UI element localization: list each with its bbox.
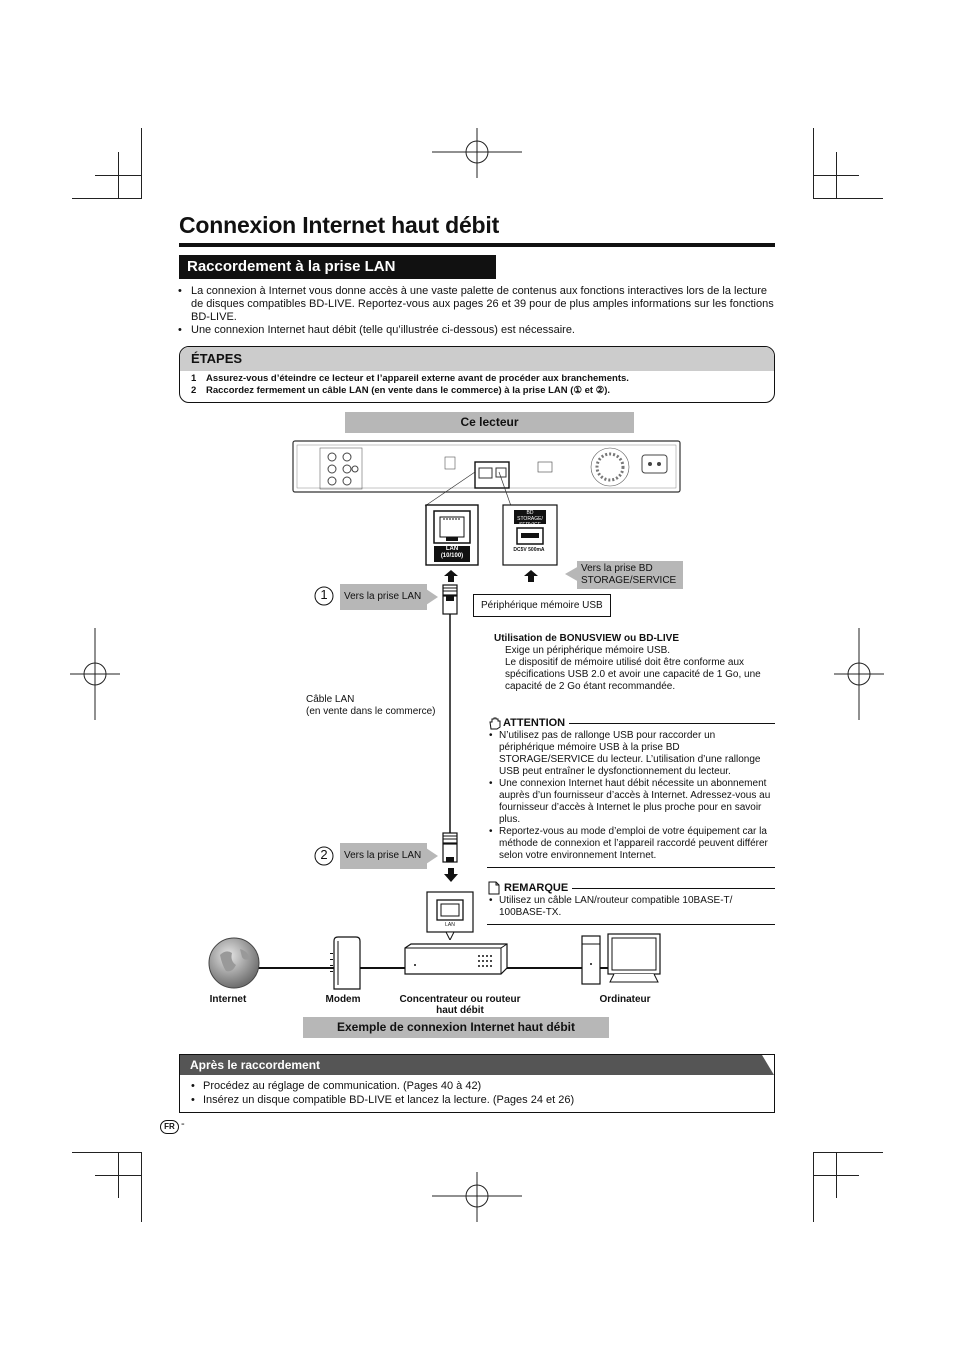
label-pointer	[426, 848, 438, 864]
intro-list: La connexion à Internet vous donne accès…	[178, 285, 774, 337]
lan-cable-label-2: (en vente dans le commerce)	[306, 706, 436, 717]
circle-number-1	[314, 586, 334, 606]
bd-storage-port-zoom	[502, 504, 558, 566]
after-item: Procédez au réglage de communication. (P…	[191, 1079, 774, 1093]
steps-box: ÉTAPES 1 Assurez-vous d’éteindre ce lecte…	[179, 346, 775, 403]
bd-storage-label-2: SERVICE	[519, 522, 541, 528]
label-pointer	[565, 566, 579, 582]
steps-list: 1 Assurez-vous d’éteindre ce lecteur et l…	[180, 371, 774, 397]
to-lan-label-2: Vers la prise LAN	[340, 843, 427, 869]
remarque-item: Utilisez un câble LAN/routeur compatible…	[487, 895, 757, 919]
arrow-up-icon	[444, 570, 458, 582]
lan-cable	[442, 584, 458, 863]
example-label: Exemple de connexion Internet haut débit	[303, 1017, 609, 1038]
globe-icon	[208, 937, 260, 989]
heading-rule	[569, 722, 775, 724]
step-text: Assurez-vous d’éteindre ce lecteur et l’…	[206, 373, 629, 384]
language-badge: FR	[160, 1120, 179, 1134]
remarque-title: REMARQUE	[504, 882, 569, 894]
steps-heading: ÉTAPES	[180, 347, 774, 371]
lan-cable-label-1: Câble LAN	[306, 694, 355, 705]
zoom-lines	[424, 471, 512, 507]
step-item: 1 Assurez-vous d’éteindre ce lecteur et l…	[191, 373, 774, 385]
attention-list: N’utilisez pas de rallonge USB pour racc…	[487, 730, 773, 862]
remarque-section: REMARQUE Utilisez un câble LAN/routeur c…	[487, 881, 775, 925]
page-number-suffix: -	[181, 1118, 185, 1130]
registration-target-left	[70, 628, 120, 720]
step-number: 2	[191, 385, 197, 396]
usage-title: Utilisation de BONUSVIEW ou BD-LIVE	[494, 633, 680, 644]
registration-target-right	[834, 628, 884, 720]
circle-number-2-text: 2	[320, 847, 328, 862]
router-lan-label: LAN	[445, 922, 455, 928]
intro-item: Une connexion Internet haut débit (telle…	[178, 324, 774, 337]
remarque-bottom-rule	[487, 924, 775, 925]
router-icon	[404, 943, 508, 975]
page-title: Connexion Internet haut débit	[179, 212, 500, 238]
player-label: Ce lecteur	[345, 412, 634, 433]
usb-device-box: Périphérique mémoire USB	[473, 594, 611, 617]
attention-bottom-rule	[487, 867, 775, 868]
lan-port-label-2: (10/100)	[440, 553, 464, 559]
usage-line: Le dispositif de mémoire utilisé doit êt…	[505, 657, 761, 692]
bd-storage-label-1: BD STORAGE/	[517, 510, 543, 522]
note-icon	[488, 881, 500, 895]
step-text: Raccordez fermement un câble LAN (en ven…	[206, 385, 611, 396]
to-lan-label-1: Vers la prise LAN	[340, 584, 427, 610]
intro-item: La connexion à Internet vous donne accès…	[178, 285, 774, 324]
lan-port-zoom	[425, 504, 479, 566]
language-badge-text: FR	[164, 1122, 175, 1131]
remarque-heading: REMARQUE	[487, 881, 775, 895]
caption-internet: Internet	[209, 994, 247, 1005]
attention-item: N’utilisez pas de rallonge USB pour racc…	[487, 730, 773, 778]
hand-caution-icon	[489, 717, 501, 730]
after-connection-list: Procédez au réglage de communication. (P…	[180, 1079, 774, 1107]
to-bd-storage-label: Vers la prise BD STORAGE/SERVICE	[577, 561, 683, 589]
attention-section: ATTENTION N’utilisez pas de rallonge USB…	[487, 716, 775, 868]
after-connection-heading: Après le raccordement	[180, 1055, 774, 1075]
usage-section: Utilisation de BONUSVIEW ou BD-LIVE Exig…	[494, 633, 779, 693]
heading-rule	[572, 887, 775, 889]
circle-number-2	[314, 846, 334, 866]
lan-port-label: LAN (10/100)	[434, 546, 470, 560]
caption-modem: Modem	[325, 994, 361, 1005]
registration-target-top	[432, 128, 522, 178]
caption-router: Concentrateur ou routeur haut débit	[399, 994, 521, 1016]
bd-storage-label: BD STORAGE/ SERVICE	[514, 510, 546, 528]
registration-target-bottom	[432, 1172, 522, 1222]
title-rule	[179, 243, 775, 247]
lan-cable-label: Câble LAN (en vente dans le commerce)	[306, 694, 436, 718]
usage-line: Exige un périphérique mémoire USB.	[505, 645, 671, 656]
step-number: 1	[191, 373, 197, 384]
modem-icon	[330, 936, 361, 990]
step-item: 2 Raccordez fermement un câble LAN (en ve…	[191, 385, 774, 397]
remarque-list: Utilisez un câble LAN/routeur compatible…	[487, 895, 757, 919]
attention-heading: ATTENTION	[487, 716, 775, 730]
circle-number-1-text: 1	[320, 587, 328, 602]
after-item: Insérez un disque compatible BD-LIVE et …	[191, 1093, 774, 1107]
computer-icon	[581, 933, 661, 985]
attention-item: Reportez-vous au mode d’emploi de votre …	[487, 826, 773, 862]
arrow-down-icon	[444, 868, 458, 882]
lan-port-label-1: LAN	[445, 546, 459, 552]
attention-item: Une connexion Internet haut débit nécess…	[487, 778, 773, 826]
label-pointer	[426, 589, 438, 605]
router-lan-port-zoom	[426, 891, 474, 940]
section-title: Raccordement à la prise LAN	[179, 255, 496, 279]
after-connection-box: Après le raccordement Procédez au réglag…	[179, 1054, 775, 1113]
arrow-up-icon	[524, 570, 538, 582]
attention-title: ATTENTION	[503, 717, 566, 729]
caption-computer: Ordinateur	[599, 994, 651, 1005]
bd-storage-power: DC5V 500mA	[513, 547, 545, 553]
